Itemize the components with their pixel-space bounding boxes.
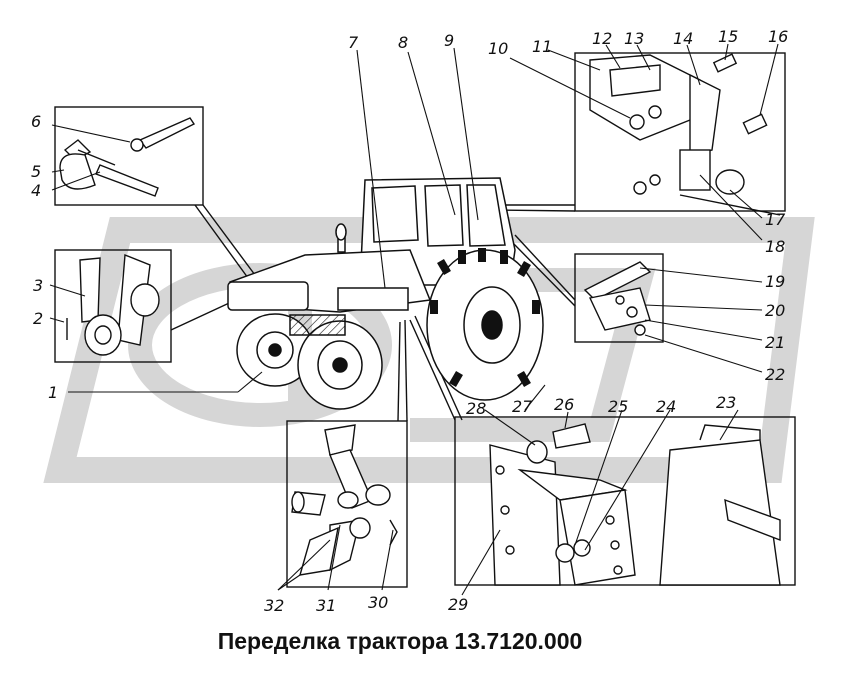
inset-frame-10-18 bbox=[574, 52, 786, 212]
callout-28: 28 bbox=[466, 399, 486, 418]
callout-32: 32 bbox=[264, 596, 284, 615]
callout-2: 2 bbox=[33, 309, 43, 328]
callout-7: 7 bbox=[348, 33, 359, 52]
callout-22: 22 bbox=[765, 365, 785, 384]
callout-23: 23 bbox=[716, 393, 736, 412]
callout-10: 10 bbox=[488, 39, 508, 58]
page-title: Переделка трактора 13.7120.000 bbox=[217, 628, 583, 654]
callout-17: 17 bbox=[765, 210, 786, 229]
inset-30-32-parts bbox=[291, 424, 398, 576]
callout-18: 18 bbox=[765, 237, 785, 256]
front-axle bbox=[289, 314, 346, 336]
callout-13: 13 bbox=[624, 29, 644, 48]
callout-26: 26 bbox=[554, 395, 574, 414]
inset-23-29-parts bbox=[489, 423, 781, 586]
callout-14: 14 bbox=[673, 29, 693, 48]
callout-25: 25 bbox=[608, 397, 628, 416]
inset-2-3-parts bbox=[66, 253, 160, 356]
hood-panel bbox=[337, 287, 409, 311]
callout-11: 11 bbox=[532, 37, 552, 56]
front-bumper bbox=[227, 281, 309, 311]
callout-leaders bbox=[49, 43, 779, 596]
callout-12: 12 bbox=[592, 29, 612, 48]
callout-3: 3 bbox=[33, 276, 43, 295]
callout-16: 16 bbox=[768, 27, 788, 46]
callout-31: 31 bbox=[316, 596, 336, 615]
callout-21: 21 bbox=[765, 333, 785, 352]
callout-15: 15 bbox=[718, 27, 738, 46]
callout-27: 27 bbox=[512, 397, 533, 416]
detail-frames bbox=[54, 52, 796, 588]
callout-30: 30 bbox=[368, 593, 388, 612]
inset-19-22-parts bbox=[583, 261, 652, 336]
callout-8: 8 bbox=[398, 33, 408, 52]
callout-5: 5 bbox=[31, 162, 41, 181]
callout-numbers: 1 2 3 4 5 6 7 8 9 10 11 12 13 14 15 16 1… bbox=[31, 27, 788, 615]
callout-1: 1 bbox=[48, 383, 58, 402]
inset-frame-19-22 bbox=[574, 253, 664, 343]
callout-9: 9 bbox=[444, 31, 454, 50]
inset-4-6-parts bbox=[59, 117, 196, 197]
inset-10-18-parts bbox=[589, 53, 781, 216]
inset-frame-4-6 bbox=[54, 106, 204, 206]
inset-frame-23-29 bbox=[454, 416, 796, 586]
callout-29: 29 bbox=[448, 595, 468, 614]
cap-5 bbox=[59, 153, 96, 190]
callout-19: 19 bbox=[765, 272, 785, 291]
inset-frame-30-32 bbox=[286, 420, 408, 588]
callout-4: 4 bbox=[31, 181, 41, 200]
rear-tyre-tread bbox=[430, 248, 540, 388]
callout-20: 20 bbox=[765, 301, 785, 320]
tractor-illustration bbox=[227, 177, 544, 410]
inset-frame-2-3 bbox=[54, 249, 172, 363]
callout-24: 24 bbox=[656, 397, 676, 416]
callout-6: 6 bbox=[31, 112, 41, 131]
